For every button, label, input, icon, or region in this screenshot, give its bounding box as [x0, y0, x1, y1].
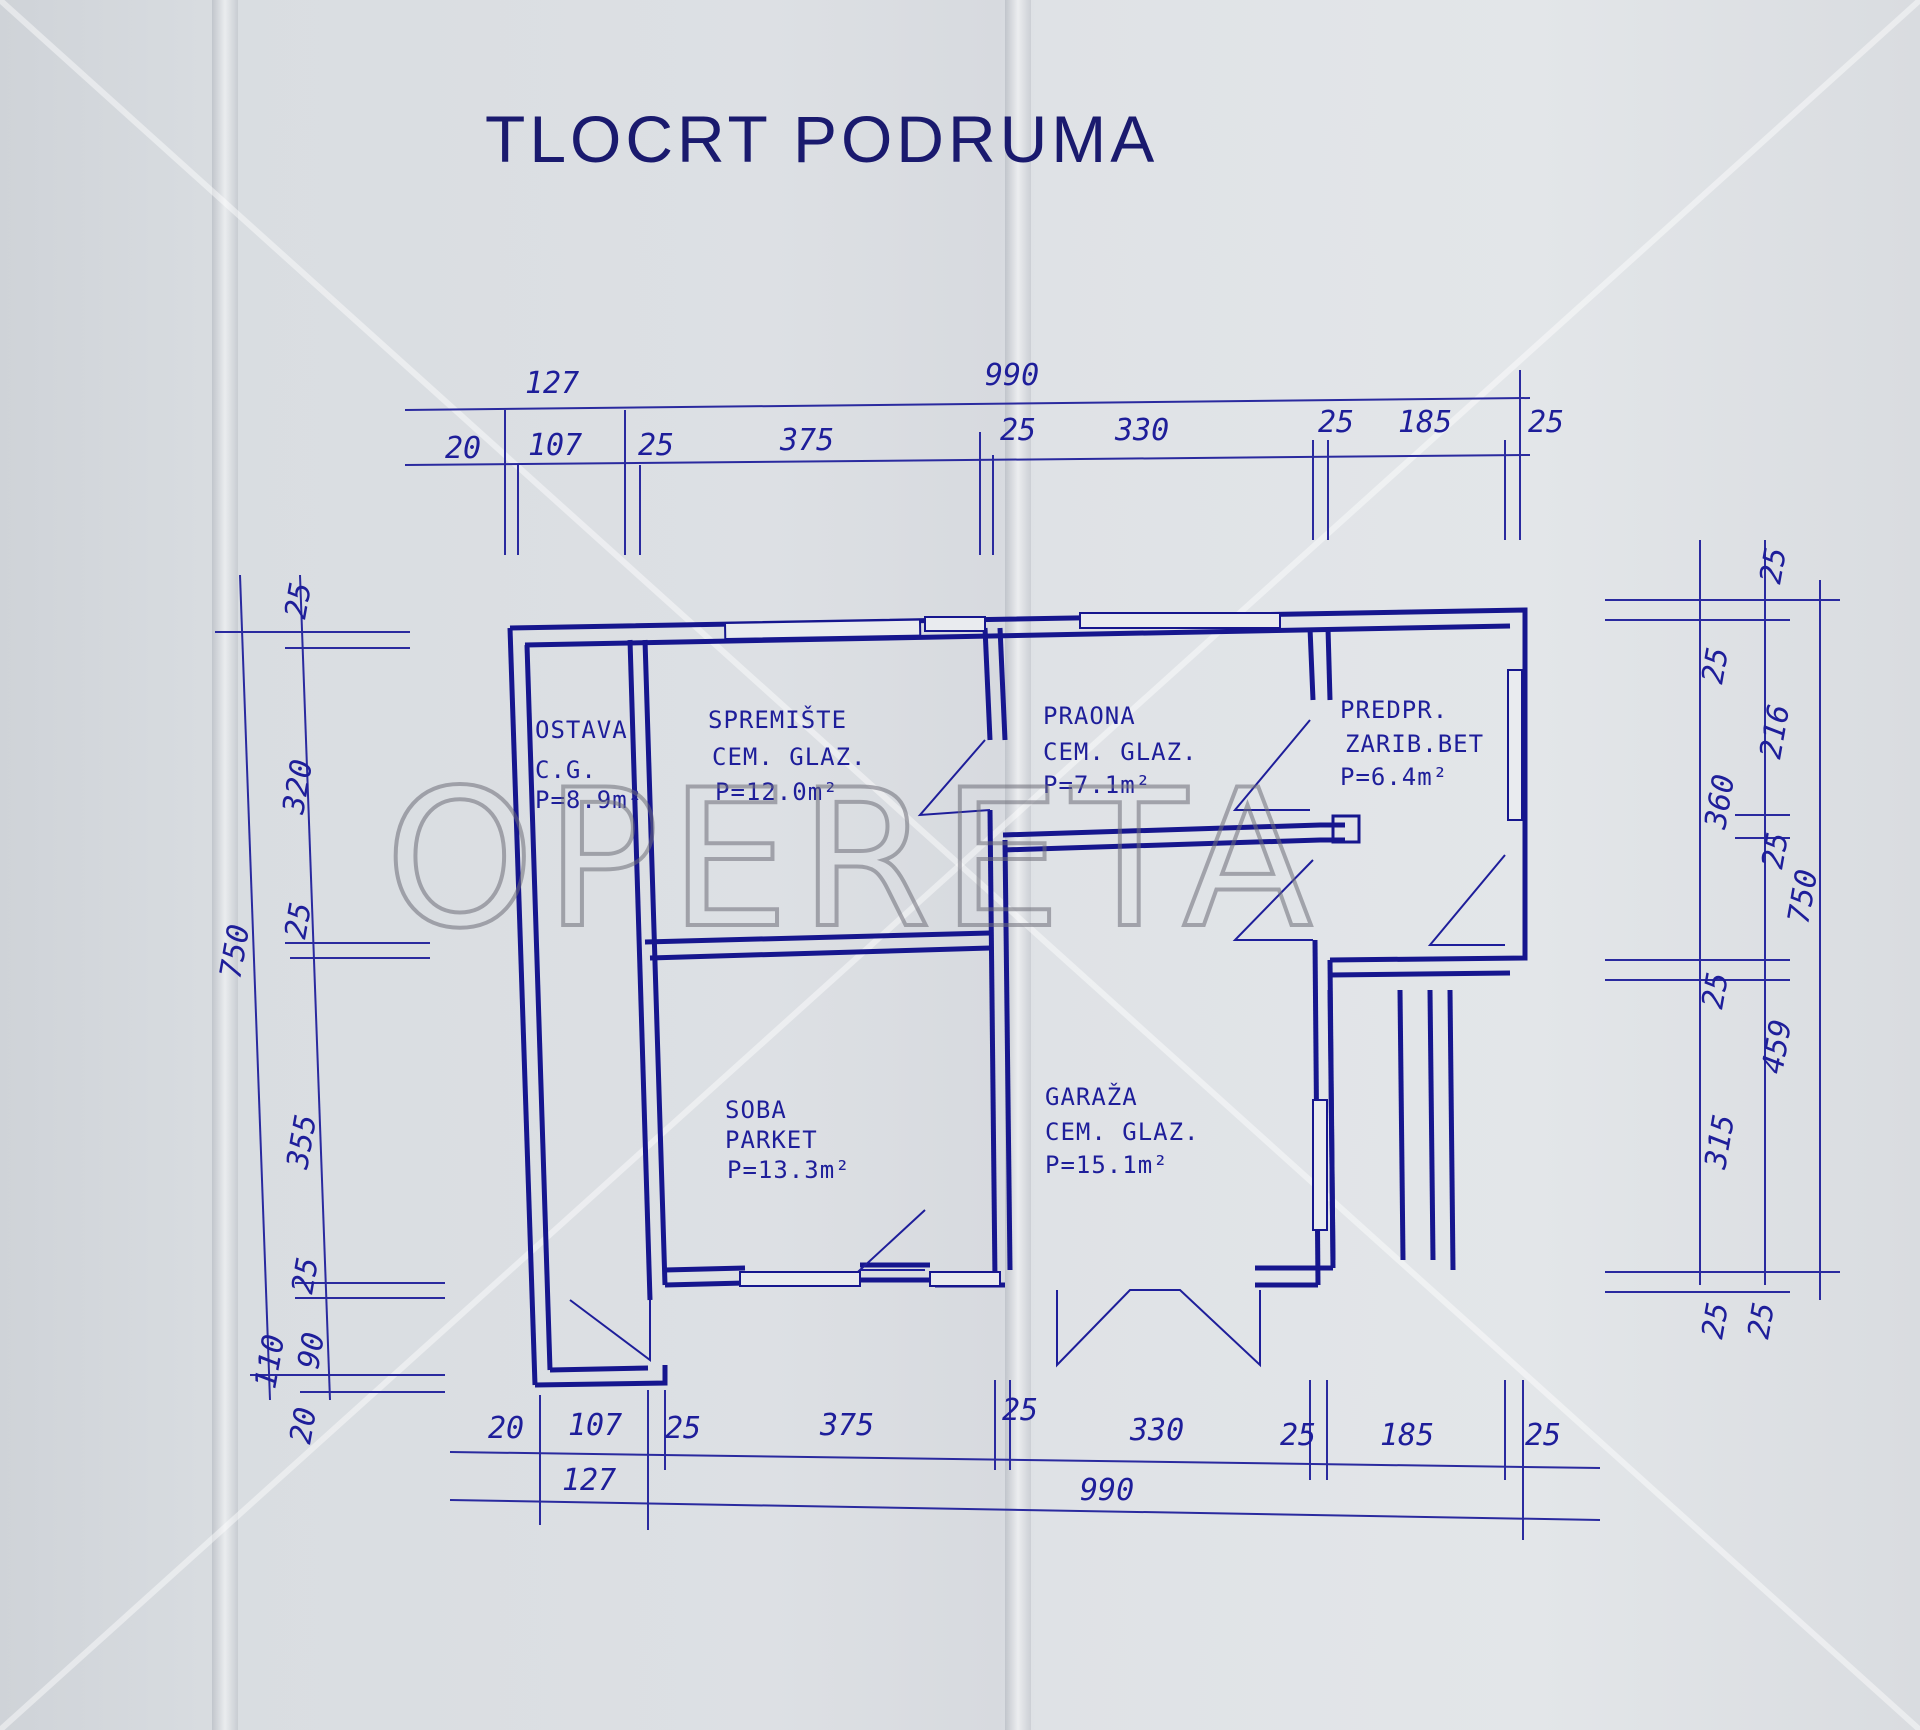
dim-left-total: 750	[213, 922, 257, 981]
room-area: P=12.0m²	[715, 778, 839, 806]
dim-top-4: 25	[1000, 413, 1036, 448]
watermark: OPERETA	[385, 749, 1323, 970]
dim-top-7: 185	[1398, 405, 1452, 440]
dim-right-inner-1: 216	[1753, 702, 1797, 761]
room-name: SOBA	[725, 1096, 787, 1124]
dimensions-bottom: 20 107 25 375 25 330 25 185 25 127 990	[449, 1380, 1601, 1540]
dim-left-3: 355	[280, 1112, 324, 1172]
room-name: SPREMIŠTE	[708, 704, 847, 734]
dim-left-4: 25	[285, 1255, 326, 1297]
dim-right-total: 750	[1781, 867, 1825, 926]
plan-title: TLOCRT PODRUMA	[485, 102, 1158, 176]
dim-right-outer-1: 360	[1698, 772, 1742, 832]
room-area: P=6.4m²	[1340, 763, 1448, 791]
room-name: GARAŽA	[1045, 1082, 1138, 1111]
dim-left-0: 25	[278, 580, 319, 622]
walls	[507, 607, 1528, 1388]
room-area: P=7.1m²	[1043, 771, 1151, 799]
dim-top-total: 990	[985, 358, 1039, 393]
room-finish: C.G.	[535, 756, 597, 784]
dim-right-inner-3: 459	[1755, 1017, 1799, 1076]
room-labels: OSTAVA C.G. P=8.9m² SPREMIŠTE CEM. GLAZ.…	[535, 696, 1484, 1184]
dim-top-1: 107	[528, 428, 582, 463]
room-spremiste: SPREMIŠTE CEM. GLAZ. P=12.0m²	[708, 704, 867, 806]
dim-bottom-0: 20	[488, 1411, 524, 1446]
room-name: PREDPR.	[1340, 696, 1448, 724]
dim-top-3: 375	[779, 423, 834, 458]
dim-top-8: 25	[1528, 405, 1564, 440]
dim-right-inner-2: 25	[1755, 830, 1796, 872]
room-name: PRAONA	[1043, 702, 1136, 730]
dim-left-2: 25	[278, 900, 319, 942]
room-praona: PRAONA CEM. GLAZ. P=7.1m²	[1043, 702, 1198, 799]
dimensions-top: 990 127 20 107 25 375 25 330 25 185 25	[404, 358, 1564, 555]
dim-top-2: 25	[638, 428, 674, 463]
dimensions-right: 25 25 360 216 25 750 25 459 315 25 25	[1605, 540, 1840, 1341]
dim-right-outer-0: 25	[1753, 545, 1794, 587]
room-garaza: GARAŽA CEM. GLAZ. P=15.1m²	[1045, 1082, 1200, 1179]
dim-right-outer-2: 25	[1695, 970, 1736, 1012]
dimensions-left: 750 110 25 320 25 355 25 90 20	[213, 574, 445, 1447]
dim-bottom-6: 25	[1280, 1418, 1316, 1453]
dim-bottom-7: 185	[1380, 1418, 1434, 1453]
doors	[569, 719, 1506, 1368]
dim-top-sub: 127	[525, 366, 579, 401]
paper-fold-left	[212, 0, 238, 1730]
dim-bottom-1: 107	[568, 1408, 622, 1443]
room-ostava: OSTAVA C.G. P=8.9m²	[535, 716, 643, 814]
room-finish: CEM. GLAZ.	[1043, 738, 1198, 766]
room-area: P=13.3m²	[727, 1156, 851, 1184]
dim-right-inner-0: 25	[1695, 645, 1736, 687]
room-finish: ZARIB.BET	[1345, 730, 1484, 758]
dim-right-outer-4: 25	[1695, 1300, 1736, 1342]
room-finish: CEM. GLAZ.	[712, 743, 867, 771]
dim-bottom-3: 375	[819, 1408, 874, 1443]
dim-right-outer-3: 315	[1698, 1112, 1742, 1172]
dim-bottom-4: 25	[1002, 1393, 1038, 1428]
dim-left-5: 90	[291, 1330, 332, 1372]
room-finish: CEM. GLAZ.	[1045, 1118, 1200, 1146]
dim-left-1: 320	[276, 757, 320, 817]
dim-top-6: 25	[1318, 405, 1354, 440]
dim-left-sub: 110	[248, 1332, 292, 1391]
dim-bottom-8: 25	[1525, 1418, 1561, 1453]
room-finish: PARKET	[725, 1126, 818, 1154]
dim-top-5: 330	[1114, 413, 1169, 448]
dim-top-0: 20	[445, 431, 481, 466]
room-name: OSTAVA	[535, 716, 628, 744]
windows	[723, 612, 1523, 1287]
room-predpr: PREDPR. ZARIB.BET P=6.4m²	[1340, 696, 1484, 791]
dim-left-6: 20	[283, 1405, 324, 1447]
dim-bottom-total: 990	[1080, 1473, 1134, 1508]
room-soba: SOBA PARKET P=13.3m²	[725, 1096, 851, 1184]
dim-bottom-2: 25	[665, 1411, 701, 1446]
dim-bottom-5: 330	[1129, 1413, 1184, 1448]
dim-bottom-sub: 127	[562, 1463, 616, 1498]
room-area: P=8.9m²	[535, 786, 643, 814]
room-area: P=15.1m²	[1045, 1151, 1169, 1179]
dim-right-inner-4: 25	[1741, 1300, 1782, 1342]
